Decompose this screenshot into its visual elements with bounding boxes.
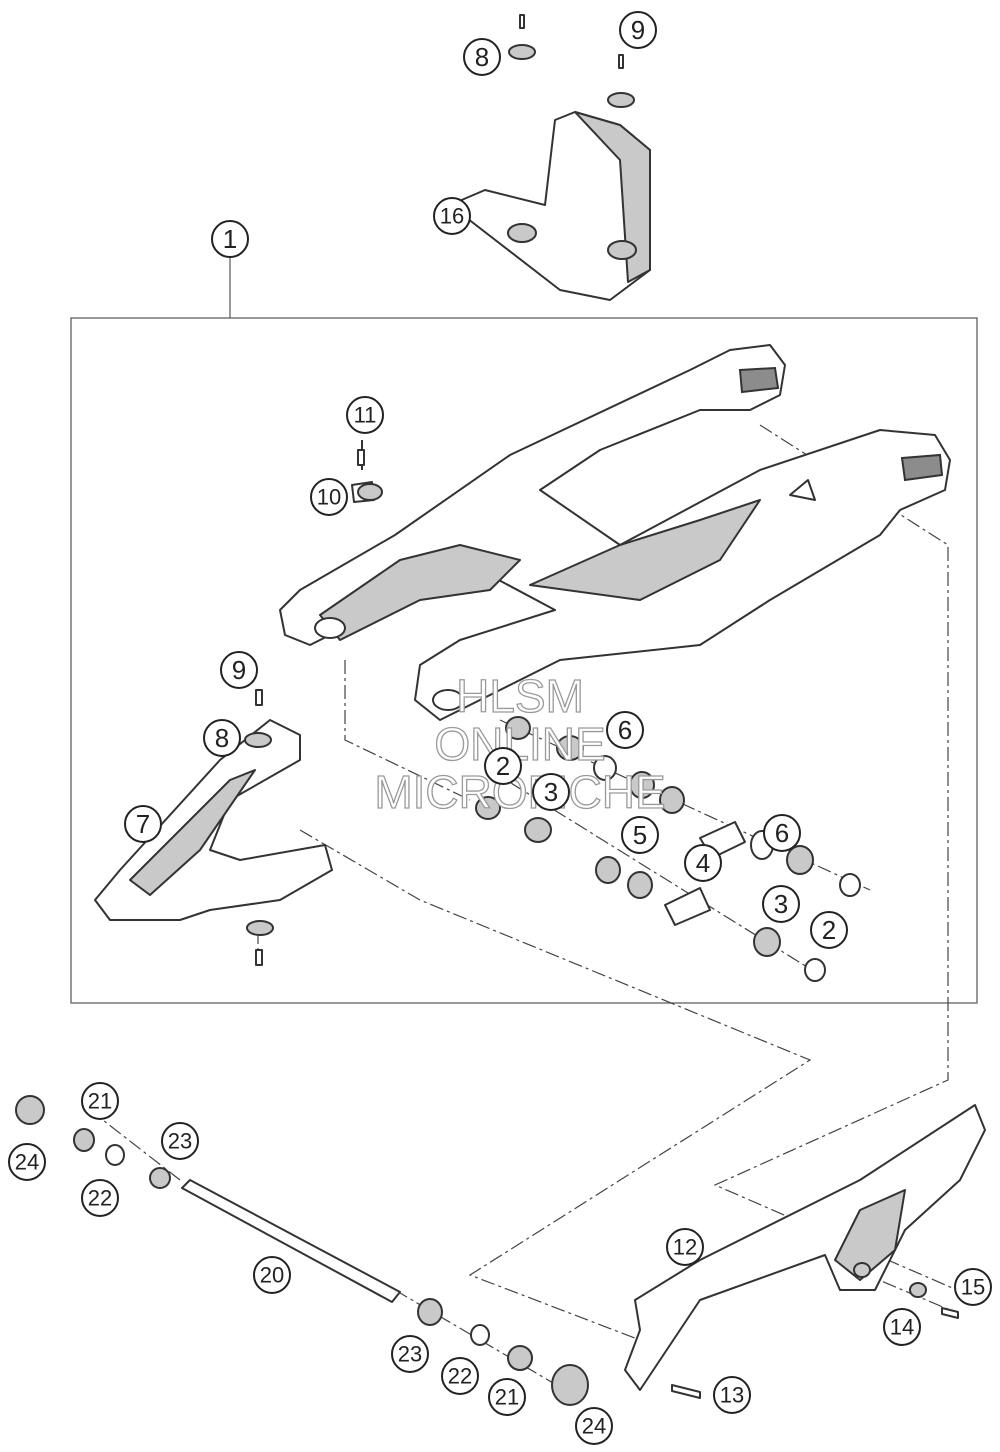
- callout-12-label: 12: [673, 1235, 697, 1260]
- callout-5-label: 5: [633, 820, 647, 850]
- callout-5[interactable]: 5: [621, 816, 659, 854]
- callout-9a[interactable]: 9: [619, 11, 657, 49]
- callout-24a[interactable]: 24: [8, 1143, 46, 1181]
- callout-24b-label: 24: [582, 1414, 606, 1439]
- callout-21a-label: 21: [88, 1089, 112, 1114]
- callout-12[interactable]: 12: [666, 1228, 704, 1266]
- callout-10[interactable]: 10: [310, 478, 348, 516]
- callout-6b[interactable]: 6: [763, 814, 801, 852]
- callout-6a[interactable]: 6: [606, 711, 644, 749]
- swingarm-assembly-frame: [70, 317, 978, 1004]
- callout-1-label: 1: [223, 224, 237, 254]
- callout-21a[interactable]: 21: [81, 1082, 119, 1120]
- callout-1[interactable]: 1: [211, 220, 249, 258]
- chain-slider-part: [94, 689, 333, 966]
- callout-13[interactable]: 13: [713, 1376, 751, 1414]
- callout-3a-label: 3: [544, 777, 558, 807]
- chain-guard-part: [624, 1104, 986, 1399]
- callout-2a-label: 2: [496, 751, 510, 781]
- callout-2b-label: 2: [822, 915, 836, 945]
- callout-14[interactable]: 14: [883, 1308, 921, 1346]
- callout-2a[interactable]: 2: [484, 747, 522, 785]
- callout-7-label: 7: [136, 809, 150, 839]
- callout-10-label: 10: [317, 485, 341, 510]
- callout-3a[interactable]: 3: [532, 773, 570, 811]
- pivot-bearings-parts: [475, 716, 861, 982]
- callout-21b-label: 21: [495, 1385, 519, 1410]
- callout-13-label: 13: [720, 1383, 744, 1408]
- callout-23a[interactable]: 23: [161, 1122, 199, 1160]
- swingarm-part: [279, 344, 951, 721]
- callout-6b-label: 6: [775, 818, 789, 848]
- callout-8a[interactable]: 8: [463, 38, 501, 76]
- callout-2b[interactable]: 2: [810, 911, 848, 949]
- callout-22b-label: 22: [448, 1364, 472, 1389]
- callout-16-label: 16: [440, 204, 464, 229]
- callout-8a-label: 8: [475, 42, 489, 72]
- callout-6a-label: 6: [618, 715, 632, 745]
- callout-20[interactable]: 20: [253, 1256, 291, 1294]
- callout-9b-label: 9: [232, 655, 246, 685]
- pivot-shaft-parts: [15, 1095, 589, 1406]
- callout-4-label: 4: [696, 848, 710, 878]
- callout-23b-label: 23: [398, 1342, 422, 1367]
- callout-16[interactable]: 16: [433, 197, 471, 235]
- callout-4[interactable]: 4: [684, 844, 722, 882]
- callout-15-label: 15: [961, 1275, 985, 1300]
- callout-15[interactable]: 15: [954, 1268, 992, 1306]
- watermark-line-1: HLSM: [456, 670, 584, 722]
- callout-14-label: 14: [890, 1315, 914, 1340]
- callout-23b[interactable]: 23: [391, 1335, 429, 1373]
- callout-21b[interactable]: 21: [488, 1378, 526, 1416]
- callout-22b[interactable]: 22: [441, 1357, 479, 1395]
- callout-24a-label: 24: [15, 1150, 39, 1175]
- callout-23a-label: 23: [168, 1129, 192, 1154]
- callout-9a-label: 9: [631, 15, 645, 45]
- chain-guard-top-part: [449, 14, 651, 301]
- callout-7[interactable]: 7: [124, 805, 162, 843]
- callout-11-label: 11: [354, 403, 377, 428]
- callout-3b[interactable]: 3: [762, 885, 800, 923]
- callout-11[interactable]: 11: [346, 396, 384, 434]
- callout-20-label: 20: [260, 1263, 284, 1288]
- cable-clamp-part: [357, 449, 383, 501]
- callout-3b-label: 3: [774, 889, 788, 919]
- callout-8b-label: 8: [215, 723, 229, 753]
- callout-22a-label: 22: [88, 1186, 112, 1211]
- callout-22a[interactable]: 22: [81, 1179, 119, 1217]
- callout-8b[interactable]: 8: [203, 719, 241, 757]
- callout-24b[interactable]: 24: [575, 1407, 613, 1445]
- callout-9b[interactable]: 9: [220, 651, 258, 689]
